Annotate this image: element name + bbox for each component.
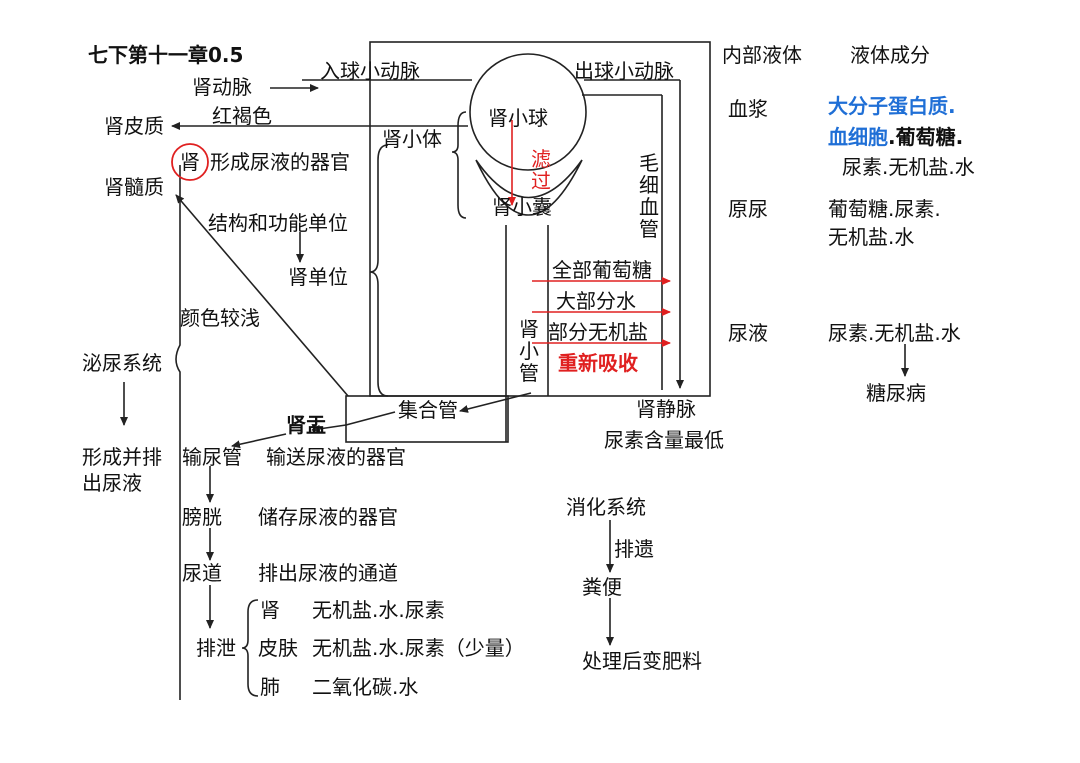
bladder-function: 储存尿液的器官 (258, 505, 398, 529)
excretion-label: 排泄 (196, 636, 236, 660)
feces-label: 粪便 (582, 575, 622, 599)
urethra-label: 尿道 (182, 561, 222, 585)
egestion-label: 排遗 (614, 537, 654, 561)
kidney-label: 肾 (180, 150, 200, 174)
renal-medulla-label: 肾髓质 (104, 175, 164, 199)
nephron-unit-label: 肾单位 (288, 265, 348, 289)
efferent-arteriole-label: 出球小动脉 (574, 59, 674, 83)
urinary-function-1: 形成并排 (82, 445, 162, 469)
plasma-line-3: 尿素.无机盐.水 (842, 155, 975, 179)
capsule-shape (475, 159, 583, 216)
diabetes-label: 糖尿病 (866, 381, 926, 405)
glomerulus-label: 肾小球 (488, 106, 548, 130)
excretion-items-lung: 二氧化碳.水 (312, 675, 419, 699)
capillary-label: 毛细血管 (639, 151, 659, 241)
nephron-frame (369, 41, 711, 397)
renal-vein-label: 肾静脉 (636, 397, 696, 421)
plasma-glucose-label: .葡萄糖. (888, 125, 964, 149)
fertilizer-label: 处理后变肥料 (582, 649, 702, 673)
excretion-organ-lung: 肺 (260, 675, 280, 699)
excretion-organ-kidney: 肾 (260, 598, 280, 622)
kidney-highlight-circle (171, 143, 209, 181)
components-header: 液体成分 (850, 43, 930, 67)
ureter-label: 输尿管 (182, 445, 242, 469)
fluid-header: 内部液体 (722, 43, 802, 67)
kidney-function-label: 形成尿液的器官 (210, 150, 350, 174)
urine-label: 尿液 (728, 321, 768, 345)
renal-corpuscle-label: 肾小体 (382, 127, 442, 151)
urinary-function-2: 出尿液 (82, 471, 142, 495)
excretion-organ-skin: 皮肤 (258, 636, 298, 660)
primary-urine-comp-2: 无机盐.水 (828, 225, 915, 249)
digestive-system-label: 消化系统 (566, 495, 646, 519)
excretion-items-kidney: 无机盐.水.尿素 (312, 598, 445, 622)
page-title: 七下第十一章0.5 (88, 43, 244, 67)
urinary-system-label: 泌尿系统 (82, 351, 162, 375)
renal-capsule-label: 肾小囊 (492, 195, 552, 219)
plasma-cells-label: 血细胞 (828, 125, 888, 149)
urine-comp-label: 尿素.无机盐.水 (828, 321, 961, 345)
reabsorb-item-glucose: 全部葡萄糖 (552, 258, 652, 282)
collecting-duct-label: 集合管 (398, 398, 458, 422)
collecting-duct-box (345, 395, 509, 443)
unit-description-label: 结构和功能单位 (208, 211, 348, 235)
medulla-color-label: 颜色较浅 (180, 306, 260, 330)
glomerulus-shape (469, 53, 587, 171)
cortex-color-label: 红褐色 (212, 104, 272, 128)
urethra-function: 排出尿液的通道 (258, 561, 398, 585)
plasma-label: 血浆 (728, 97, 768, 121)
ureter-function: 输送尿液的器官 (266, 445, 406, 469)
renal-cortex-label: 肾皮质 (104, 114, 164, 138)
excretion-items-skin: 无机盐.水.尿素（少量） (312, 636, 525, 660)
afferent-arteriole-label: 入球小动脉 (320, 59, 420, 83)
primary-urine-label: 原尿 (728, 197, 768, 221)
reabsorb-item-salts: 部分无机盐 (548, 320, 648, 344)
plasma-line-2: 血细胞.葡萄糖. (828, 126, 963, 148)
plasma-protein-label: 大分子蛋白质. (828, 94, 956, 118)
bladder-label: 膀胱 (182, 505, 222, 529)
reabsorption-label: 重新吸收 (558, 351, 638, 375)
primary-urine-comp-1: 葡萄糖.尿素. (828, 197, 941, 221)
vein-note-label: 尿素含量最低 (604, 428, 724, 452)
renal-pelvis-label: 肾盂 (286, 413, 326, 437)
renal-artery-label: 肾动脉 (192, 75, 252, 99)
filtration-label: 滤过 (531, 147, 551, 193)
reabsorb-item-water: 大部分水 (556, 289, 636, 313)
renal-tubule-label: 肾小管 (519, 317, 539, 385)
